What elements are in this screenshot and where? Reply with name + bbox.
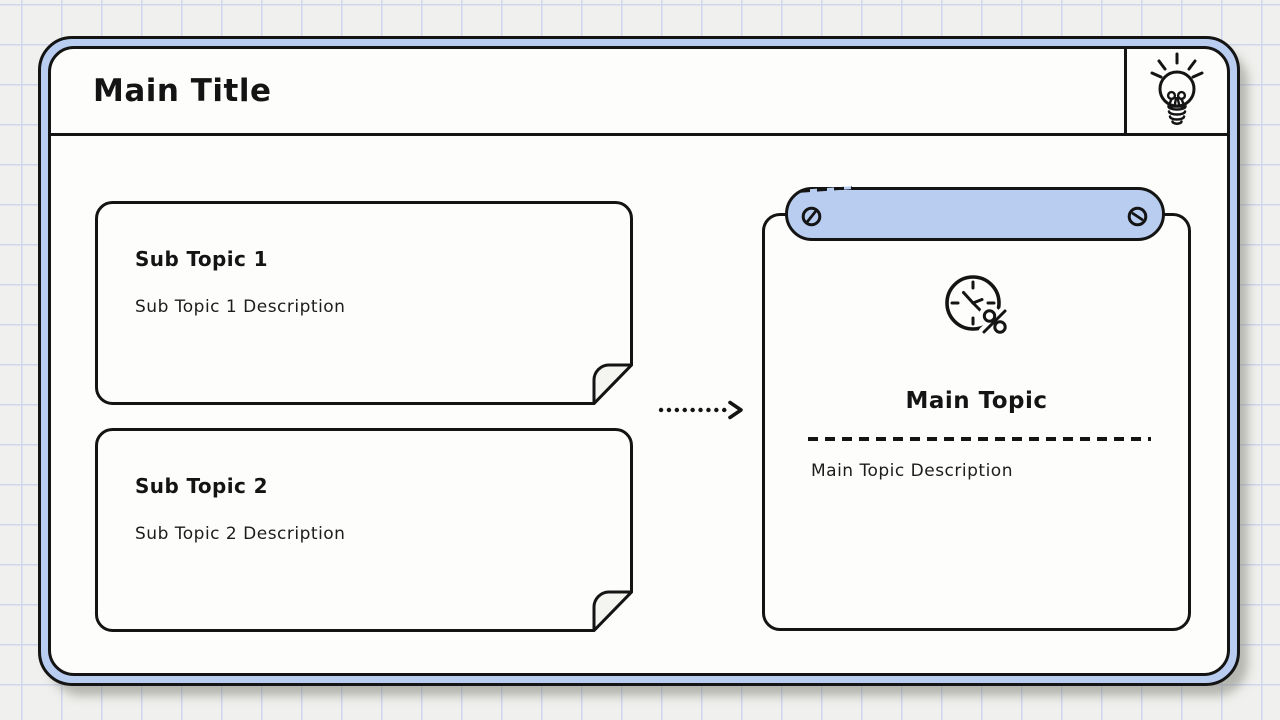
- sub-topic-title: Sub Topic 1: [135, 247, 268, 271]
- screw-icon: [1126, 205, 1149, 232]
- sub-topic-card: Sub Topic 1 Sub Topic 1 Description: [95, 201, 633, 406]
- main-topic-card: Main Topic Main Topic Description: [762, 213, 1191, 631]
- slide-panel: Main Title: [48, 46, 1230, 676]
- header-icon-cell: [1124, 49, 1227, 133]
- sub-topic-title: Sub Topic 2: [135, 474, 268, 498]
- header-bar: Main Title: [51, 49, 1227, 136]
- screw-icon: [800, 205, 823, 232]
- folded-corner: [592, 590, 633, 632]
- slide-frame: Main Title: [38, 36, 1240, 686]
- main-topic-title: Main Topic: [905, 388, 1048, 414]
- paper-card-shape: [95, 201, 633, 405]
- clock-percent-icon: [942, 272, 1014, 346]
- dashed-divider: [808, 437, 1151, 441]
- dotted-arrow-icon: [655, 398, 747, 422]
- paper-card-shape: [95, 428, 633, 632]
- main-topic-description: Main Topic Description: [811, 461, 1013, 481]
- lightbulb-icon: [1148, 52, 1206, 130]
- sub-topic-description: Sub Topic 1 Description: [135, 297, 346, 317]
- page-title: Main Title: [93, 73, 272, 109]
- sub-topic-description: Sub Topic 2 Description: [135, 524, 346, 544]
- main-topic-pill: [785, 186, 1165, 241]
- sketch-dash-accent: [799, 186, 853, 193]
- folded-corner: [592, 363, 633, 405]
- sub-topic-card: Sub Topic 2 Sub Topic 2 Description: [95, 428, 633, 633]
